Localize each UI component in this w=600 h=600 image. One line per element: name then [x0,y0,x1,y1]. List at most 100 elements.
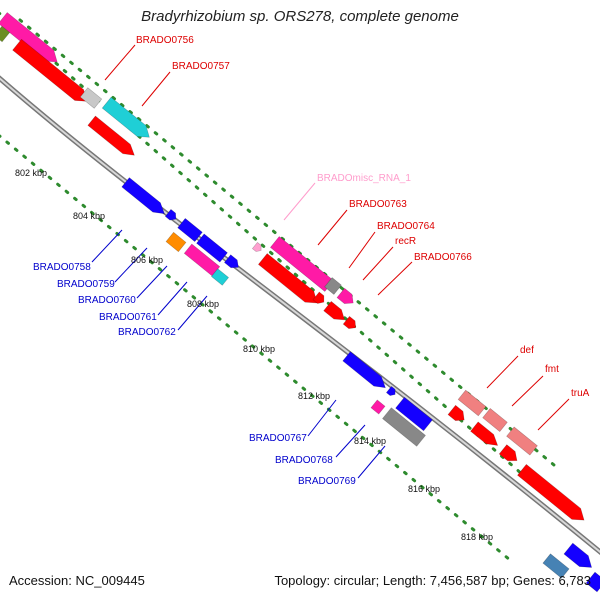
kbp-tick-label: 802 kbp [15,168,47,178]
gene-arrow [482,407,508,433]
gene-label: recR [395,236,416,247]
gene-arrow [121,177,165,215]
gene-arrow-shape [470,421,499,446]
gene-arrow-shape [79,87,103,109]
genome-summary-label: Topology: circular; Length: 7,456,587 bp… [274,573,591,588]
gene-arrow [87,115,135,156]
gene-label: BRADO0758 [33,262,91,273]
gene-arrow [196,233,228,263]
gene-arrow [336,287,354,304]
gene-arrow [257,253,318,304]
gene-arrow [517,463,585,521]
gene-arrow [563,542,593,568]
gene-label: def [520,345,534,356]
gene-labels-top: BRADO0756 BRADO0757 BRADOmisc_RNA_1 BRAD… [136,35,590,399]
gene-label: BRADO0764 [377,221,435,232]
gene-arrow-shape [323,300,345,321]
gene-arrow-shape [223,254,239,269]
gene-arrow [312,291,325,304]
gene-labels-bottom: BRADO0758 BRADO0759 BRADO0760 BRADO0761 … [33,262,356,487]
gene-arrow [324,277,342,295]
gene-arrow [470,421,499,446]
gene-arrow-shape [395,396,433,432]
map-title: Bradyrhizobium sp. ORS278, complete geno… [141,8,459,25]
leader-line [377,261,413,296]
gene-label: BRADOmisc_RNA_1 [317,173,411,184]
leader-line [157,281,188,316]
gene-arrow-shape [482,407,508,433]
tick-dot-line [0,11,542,492]
gene-arrow-shape [101,96,150,138]
gene-arrow-shape [457,389,487,417]
kbp-tick-label: 812 kbp [298,391,330,401]
kbp-tick-label: 804 kbp [73,211,105,221]
gene-label: BRADO0760 [78,295,136,306]
leader-line [283,182,316,221]
gene-label: BRADO0756 [136,35,194,46]
leader-line [357,445,386,479]
gene-arrow-shape [382,407,426,447]
leader-line [317,209,348,246]
gene-arrow-shape [447,404,465,421]
gene-label: truA [571,388,590,399]
gene-arrow-shape [165,231,187,253]
leader-line [141,71,171,107]
gene-arrow-shape [196,233,228,263]
gene-arrow [382,407,426,447]
gene-arrow [101,96,150,138]
gene-arrow [251,241,262,252]
kbp-tick-label: 818 kbp [461,532,493,542]
gene-arrow-shape [177,217,203,243]
gene-arrow [269,236,335,292]
gene-arrow [210,268,230,286]
gene-arrow-shape [585,571,600,593]
gene-label: BRADO0757 [172,61,230,72]
gene-label: fmt [545,364,559,375]
gene-arrow [542,553,570,579]
gene-arrow-shape [269,236,335,292]
gene-arrow-shape [121,177,165,215]
gene-arrow [177,217,203,243]
gene-arrow-shape [385,385,396,396]
gene-arrow-shape [506,426,538,456]
gene-arrow [323,300,345,321]
gene-arrow-shape [312,291,325,304]
kbp-tick-label: 814 kbp [354,436,386,446]
gene-arrow [370,399,386,415]
gene-arrow [223,254,239,269]
gene-arrow-shape [12,38,88,102]
gene-features [0,12,600,593]
gene-arrow-shape [257,253,318,304]
gene-arrow-shape [336,287,354,304]
label-leader-lines [91,44,570,479]
leader-line [537,398,570,431]
leader-line [91,229,123,263]
gene-arrow [164,208,177,221]
gene-arrow-shape [542,553,570,579]
leader-line [114,247,148,283]
gene-arrow-shape [342,315,356,329]
gene-arrow-shape [164,208,177,221]
leader-line [177,295,208,331]
leader-line [348,231,376,269]
leader-line [486,355,519,389]
gene-arrow [585,571,600,593]
gene-label: BRADO0761 [99,312,157,323]
kbp-tick-label: 816 kbp [408,484,440,494]
kbp-tick-labels: 802 kbp 804 kbp 806 kbp 808 kbp 810 kbp … [15,168,493,542]
gene-arrow-shape [517,463,585,521]
gene-arrow [12,38,88,102]
gene-arrow-shape [498,444,518,462]
genome-backbone [0,75,600,556]
gene-arrow-shape [0,25,11,43]
gene-arrow-shape [251,241,262,252]
gene-arrow-shape [87,115,135,156]
gene-arrow-shape [324,277,342,295]
gene-arrow [457,389,487,417]
gene-label: BRADO0766 [414,252,472,263]
leader-line [362,246,394,281]
gene-arrow-shape [0,12,58,63]
leader-line [104,44,136,81]
leader-line [511,375,544,407]
gene-label: BRADO0769 [298,476,356,487]
